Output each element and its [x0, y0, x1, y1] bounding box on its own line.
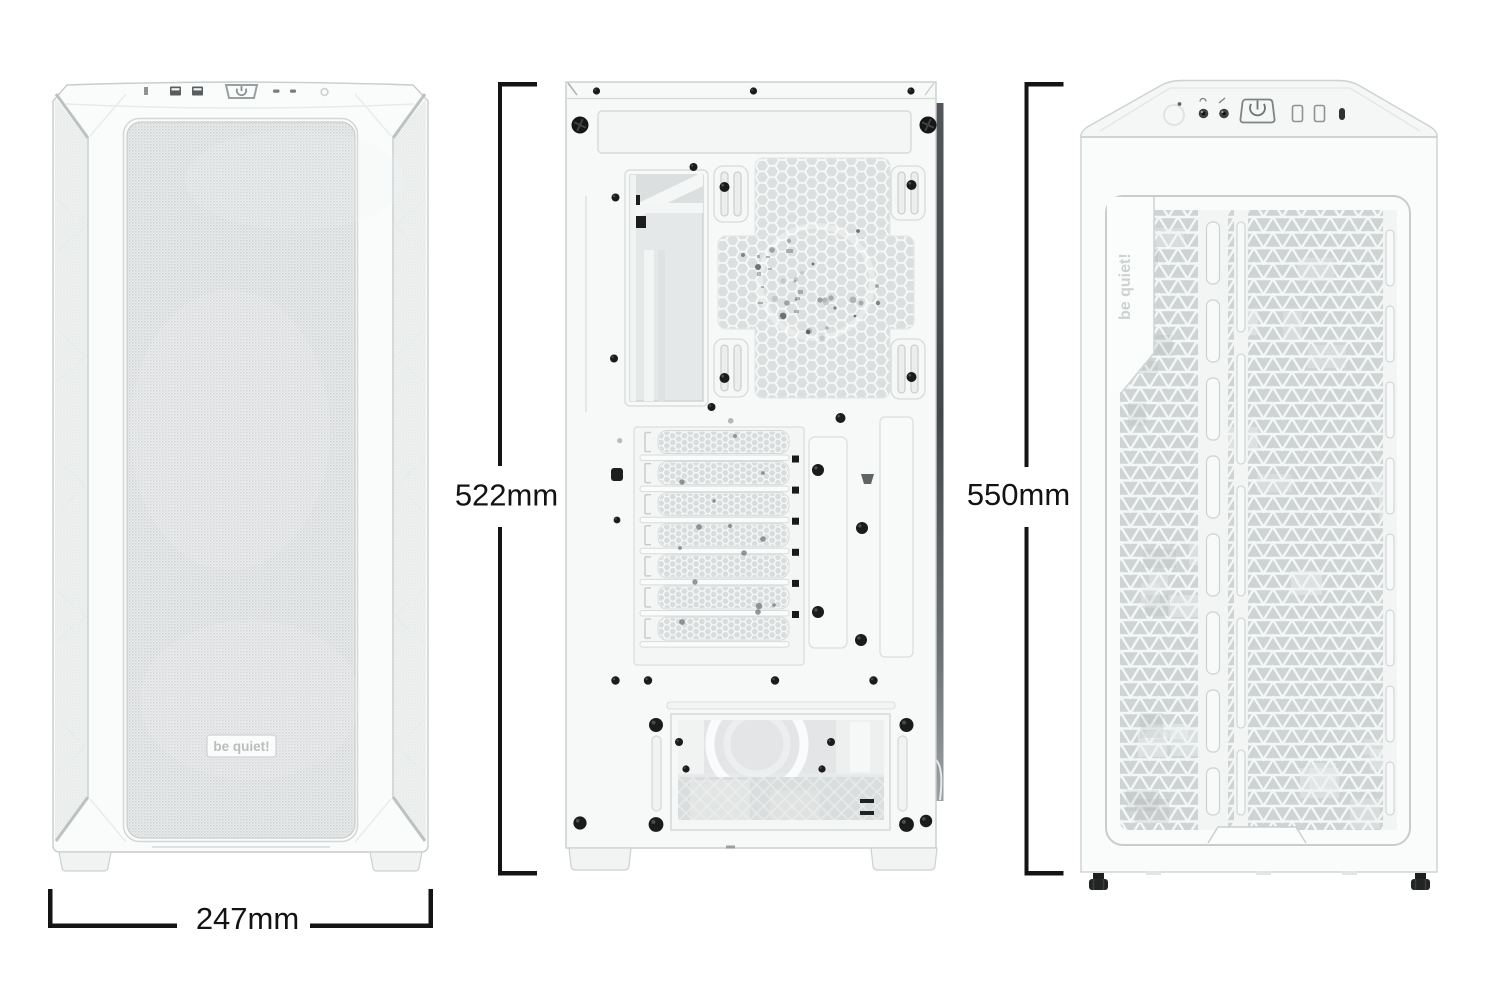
svg-text:550mm: 550mm	[967, 477, 1070, 512]
svg-text:522mm: 522mm	[455, 478, 558, 513]
svg-text:247mm: 247mm	[196, 901, 299, 936]
svg-text:be quiet!: be quiet!	[213, 739, 269, 754]
svg-text:be quiet!: be quiet!	[1117, 253, 1134, 320]
